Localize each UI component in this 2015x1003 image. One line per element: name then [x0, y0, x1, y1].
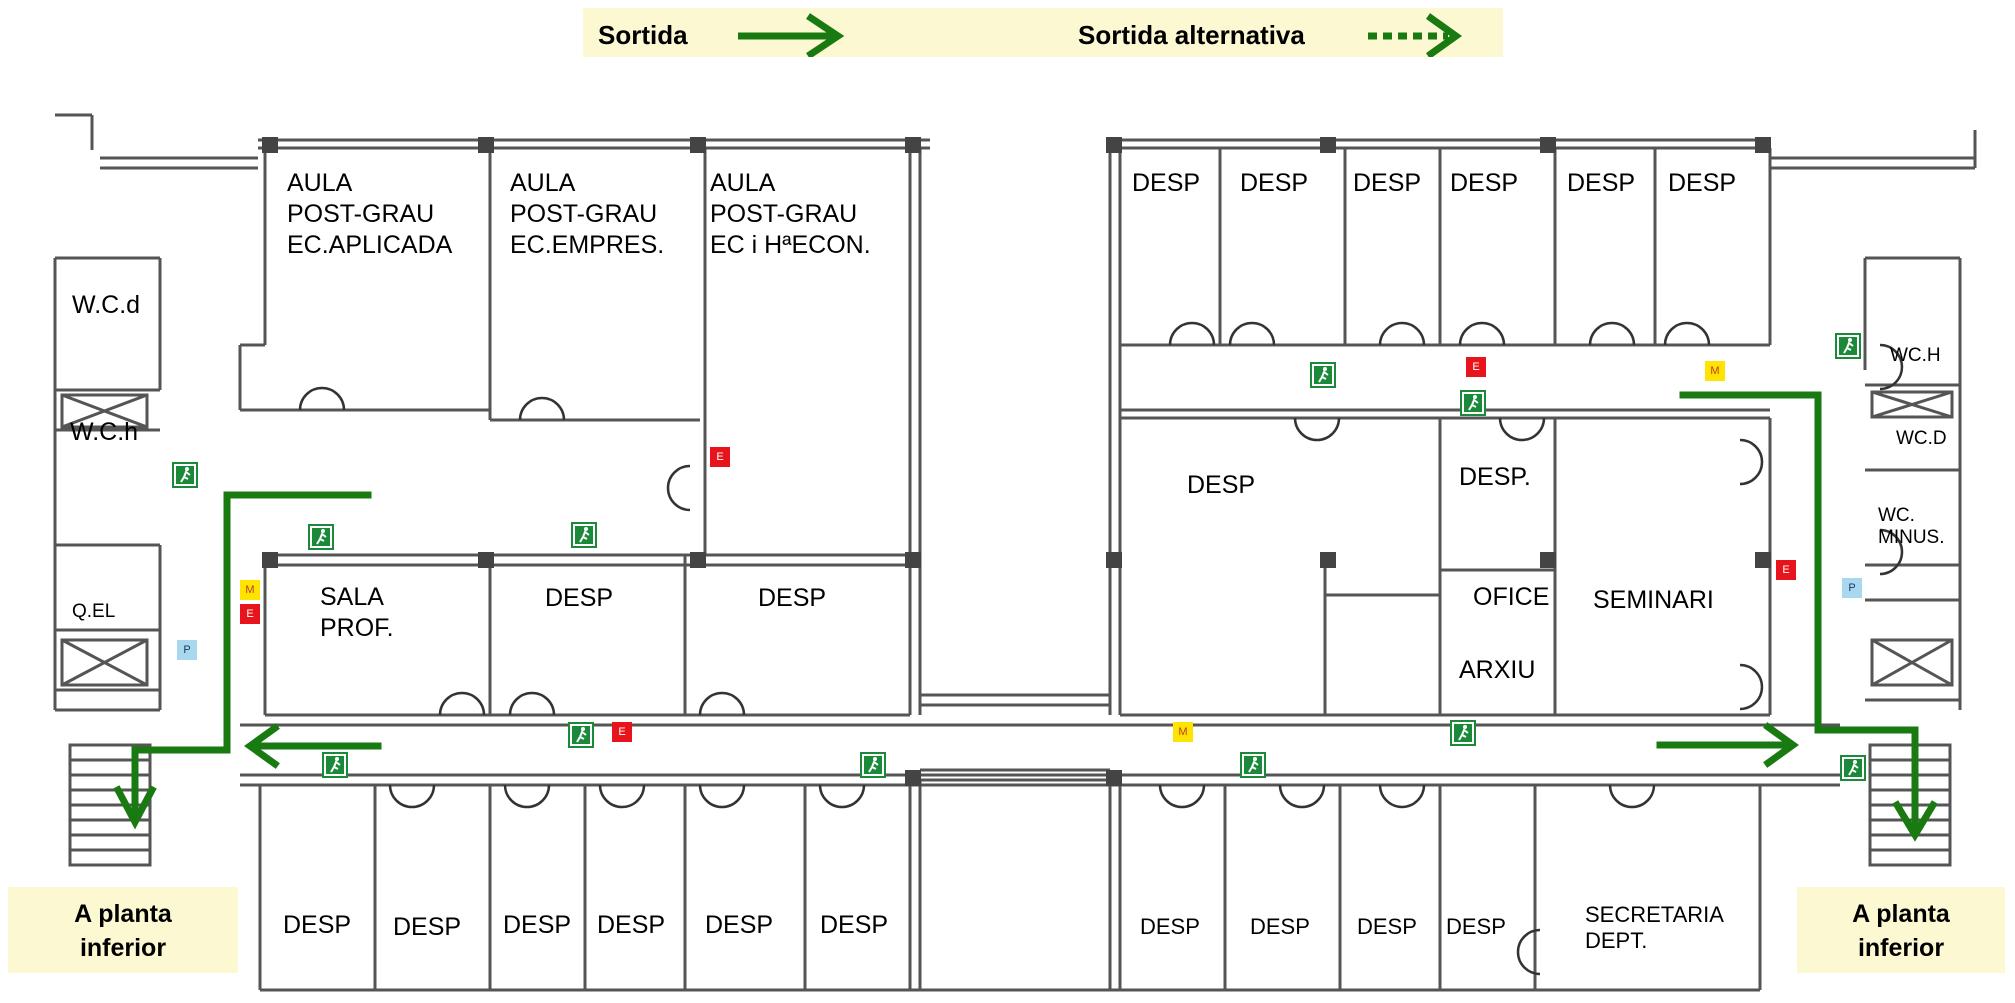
room-wc-h-left: W.C.h — [70, 418, 139, 446]
room-wc-d-left: W.C.d — [72, 291, 141, 319]
room-desp-bottom-1: DESP — [283, 911, 352, 939]
alarm-marker: M — [1705, 361, 1725, 381]
extinguisher-marker: E — [240, 604, 260, 624]
room-desp-bottom-6: DESP — [820, 911, 889, 939]
running-man-exit-sign-icon — [568, 722, 594, 748]
room-label: WC. — [1878, 505, 1915, 526]
room-label: EC i HªECON. — [710, 231, 871, 259]
legend: Sortida Sortida alternativa — [583, 8, 1503, 57]
room-desp-bottom-10: DESP — [1446, 914, 1506, 939]
room-desp-bottom-8: DESP — [1250, 914, 1310, 939]
room-arxiu: ARXIU — [1459, 656, 1536, 684]
extinguisher-marker: E — [1466, 357, 1486, 377]
room-wc-h-right: WC.H — [1890, 345, 1941, 366]
room-desp-mid-2: DESP — [758, 584, 827, 612]
room-secretaria: SECRETARIA DEPT. — [1585, 902, 1724, 954]
room-sala-prof: SALA PROF. — [320, 582, 394, 644]
running-man-exit-sign-icon — [1450, 720, 1476, 746]
push-button-marker: P — [1842, 578, 1862, 598]
room-label: SALA — [320, 583, 384, 611]
running-man-exit-sign-icon — [172, 462, 198, 488]
room-label: POST-GRAU — [287, 200, 435, 228]
room-desp-mid-1: DESP — [545, 584, 614, 612]
room-label: POST-GRAU — [510, 200, 658, 228]
exit-arrow-icon — [738, 13, 845, 57]
room-desp-dot: DESP. — [1459, 463, 1531, 491]
left-exit-note-line2: inferior — [79, 934, 167, 962]
legend-exit-label: Sortida — [598, 20, 688, 50]
room-desp-bottom-7: DESP — [1140, 914, 1200, 939]
room-label: EC.APLICADA — [287, 231, 453, 259]
room-desp-bottom-3: DESP — [503, 911, 572, 939]
extinguisher-marker: E — [612, 722, 632, 742]
legend-alt-exit-label: Sortida alternativa — [1078, 20, 1305, 50]
right-exit-note-line1: A planta — [1852, 900, 1950, 928]
extinguisher-marker: E — [1776, 560, 1796, 580]
stairs-icon-right — [1868, 743, 1952, 867]
exit-route-right — [1656, 391, 1938, 842]
room-label: AULA — [510, 169, 576, 197]
running-man-exit-sign-icon — [322, 752, 348, 778]
room-desp-top-1: DESP — [1132, 169, 1201, 197]
room-label: EC.EMPRES. — [510, 231, 665, 259]
room-desp-top-3: DESP — [1353, 169, 1422, 197]
room-desp-top-6: DESP — [1668, 169, 1737, 197]
room-label: DEPT. — [1585, 928, 1648, 953]
room-wc-minus: WC. MINUS. — [1878, 505, 1945, 549]
alarm-marker: M — [1173, 722, 1193, 742]
push-button-marker: P — [177, 640, 197, 660]
room-desp-top-5: DESP — [1567, 169, 1636, 197]
alarm-marker: M — [240, 580, 260, 600]
room-label: POST-GRAU — [710, 200, 858, 228]
room-label: SECRETARIA — [1585, 902, 1724, 927]
exit-route-left — [113, 491, 382, 830]
left-exit-note-line1: A planta — [74, 900, 172, 928]
running-man-exit-sign-icon — [1835, 333, 1861, 359]
alt-exit-arrow-icon — [1368, 13, 1463, 57]
room-desp-top-4: DESP — [1450, 169, 1519, 197]
room-label: MINUS. — [1878, 527, 1945, 548]
room-label: PROF. — [320, 614, 394, 642]
legend-arrows — [738, 13, 1463, 57]
room-seminari: SEMINARI — [1593, 586, 1714, 614]
running-man-exit-sign-icon — [308, 524, 334, 550]
room-desp-bottom-2: DESP — [393, 913, 462, 941]
room-q-el: Q.EL — [72, 601, 116, 622]
running-man-exit-sign-icon — [1240, 752, 1266, 778]
room-desp-bottom-9: DESP — [1357, 914, 1417, 939]
extinguisher-marker: E — [710, 447, 730, 467]
running-man-exit-sign-icon — [571, 522, 597, 548]
right-exit-note: A planta inferior — [1797, 887, 2005, 973]
room-aula-empres: AULA POST-GRAU EC.EMPRES. — [510, 168, 664, 261]
room-desp-large: DESP — [1187, 471, 1256, 499]
room-wc-d-right: WC.D — [1896, 428, 1947, 449]
running-man-exit-sign-icon — [1310, 362, 1336, 388]
room-desp-bottom-4: DESP — [597, 911, 666, 939]
room-aula-historia: AULA POST-GRAU EC i HªECON. — [710, 168, 871, 261]
right-exit-note-line2: inferior — [1857, 934, 1945, 962]
running-man-exit-sign-icon — [1460, 390, 1486, 416]
room-ofice: OFICE — [1473, 583, 1550, 611]
running-man-exit-sign-icon — [1840, 755, 1866, 781]
room-desp-top-2: DESP — [1240, 169, 1309, 197]
room-label: AULA — [287, 169, 353, 197]
running-man-exit-sign-icon — [860, 752, 886, 778]
room-aula-aplicada: AULA POST-GRAU EC.APLICADA — [287, 168, 452, 261]
room-label: AULA — [710, 169, 776, 197]
room-desp-bottom-5: DESP — [705, 911, 774, 939]
left-exit-note: A planta inferior — [8, 887, 238, 973]
